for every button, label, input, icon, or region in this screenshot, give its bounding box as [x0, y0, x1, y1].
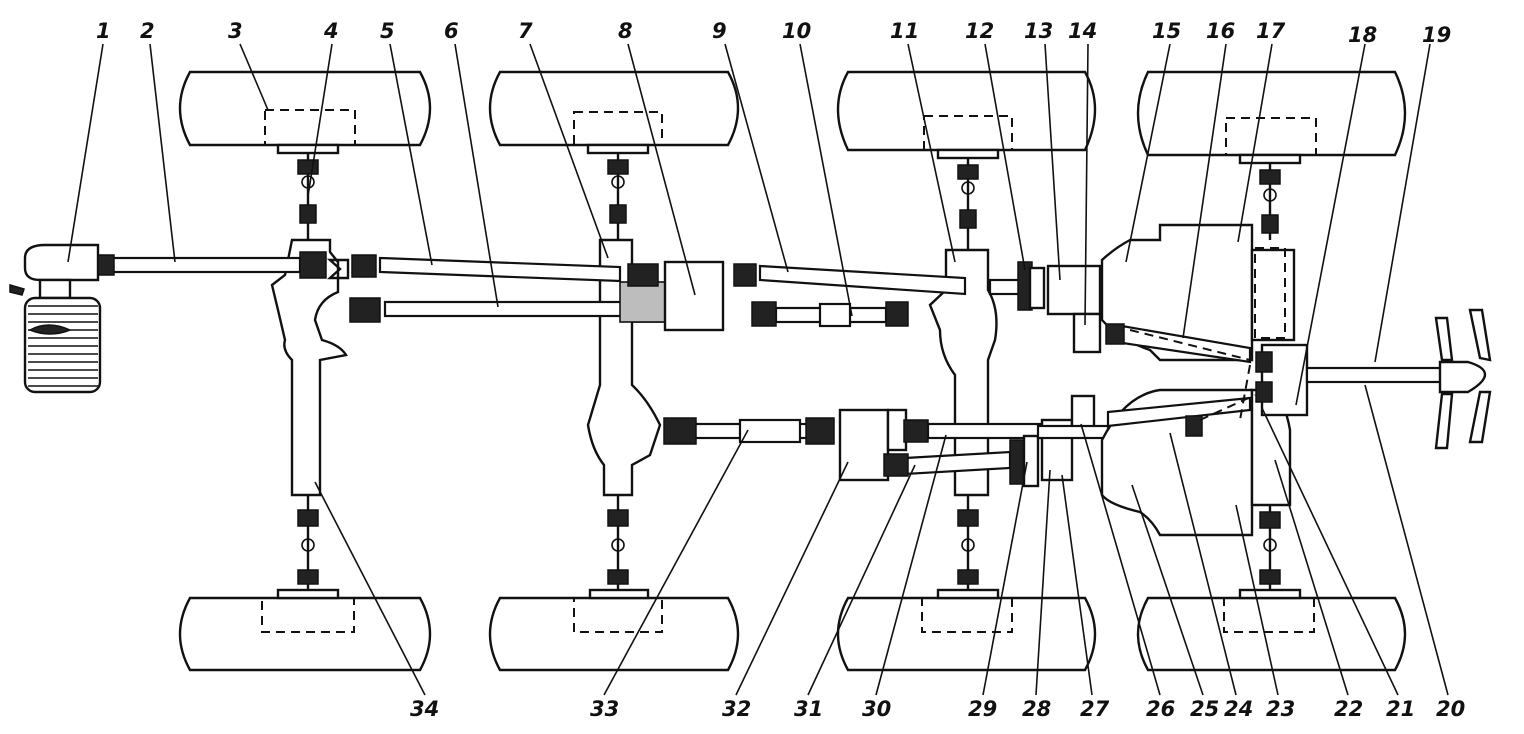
gear-unit-13	[1046, 264, 1102, 316]
callout-28: 28	[1022, 697, 1051, 721]
transfer-case-8	[663, 260, 725, 332]
wheel-4-right	[1136, 596, 1407, 672]
callout-34: 34	[410, 697, 439, 721]
transfer-case-32	[838, 408, 890, 482]
callout-27: 27	[1080, 697, 1110, 721]
callout-20: 20	[1436, 697, 1465, 721]
propeller-shafts	[97, 251, 1110, 488]
callout-14: 14	[1068, 19, 1097, 43]
propeller-hub-20	[1438, 360, 1487, 394]
callout-13: 13	[1024, 19, 1053, 43]
leader-lines	[67, 43, 1449, 696]
callout-8: 8	[618, 19, 633, 43]
wheels	[178, 70, 1407, 672]
callout-21: 21	[1386, 697, 1415, 721]
wheel-2-left	[488, 70, 740, 147]
callout-18: 18	[1348, 23, 1377, 47]
callout-26: 26	[1146, 697, 1175, 721]
coupling-28	[1022, 434, 1040, 488]
callout-12: 12	[965, 19, 994, 43]
callout-32: 32	[722, 697, 751, 721]
callout-7: 7	[518, 19, 533, 43]
winch	[9, 243, 102, 394]
callout-29: 29	[968, 697, 997, 721]
callout-19: 19	[1422, 23, 1451, 47]
wheel-4-left	[1136, 70, 1407, 157]
callout-25: 25	[1190, 697, 1219, 721]
wheel-3-left	[836, 70, 1097, 152]
callout-1: 1	[96, 19, 111, 43]
callout-22: 22	[1334, 697, 1363, 721]
callout-17: 17	[1256, 19, 1286, 43]
callout-2: 2	[140, 19, 155, 43]
transfer-case-17	[1250, 248, 1296, 342]
callout-23: 23	[1266, 697, 1295, 721]
callout-10: 10	[782, 19, 811, 43]
callout-5: 5	[380, 19, 395, 43]
propeller-shaft-19	[1305, 366, 1444, 384]
coupling-12	[1028, 266, 1046, 310]
callout-6: 6	[444, 19, 459, 43]
callout-31: 31	[794, 697, 823, 721]
callout-labels: 1 2 3 4 5 6 7 8 9 10 11 12 13 14 15 16 1…	[96, 19, 1465, 721]
wheel-1-right	[178, 596, 432, 672]
propeller-gearbox-18	[1260, 343, 1309, 417]
callout-15: 15	[1152, 19, 1181, 43]
callout-30: 30	[862, 697, 891, 721]
callout-4: 4	[323, 19, 339, 43]
callout-24: 24	[1224, 697, 1253, 721]
callout-16: 16	[1206, 19, 1235, 43]
gear-unit-14	[1072, 312, 1102, 354]
wheel-3-right	[836, 596, 1097, 672]
callout-11: 11	[890, 19, 919, 43]
callout-33: 33	[590, 697, 619, 721]
wheel-2-right	[488, 596, 740, 672]
wheel-1-left	[178, 70, 432, 147]
wheel-drive-shafts	[276, 143, 1302, 600]
water-propeller-unit	[1255, 308, 1492, 450]
callout-9: 9	[712, 19, 727, 43]
front-axle-housing	[270, 238, 348, 497]
callout-3: 3	[228, 19, 243, 43]
winch-drum-cable	[28, 305, 98, 387]
